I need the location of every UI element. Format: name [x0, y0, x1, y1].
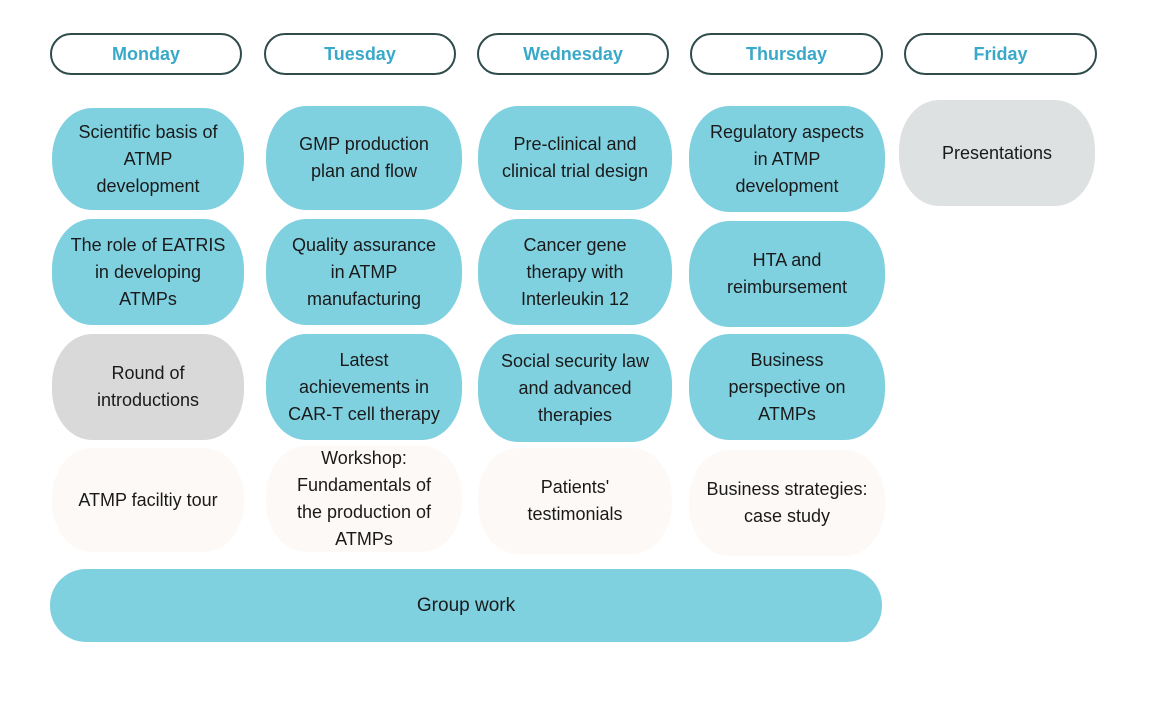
group-work-bar: Group work — [50, 569, 882, 642]
session-title: The role of EATRIS in developing ATMPs — [70, 234, 226, 309]
day-header-friday: Friday — [904, 33, 1097, 75]
session-title: Business perspective on ATMPs — [728, 349, 846, 424]
session-card: ATMP faciltiy tour — [52, 448, 244, 552]
session-title: Pre-clinical and clinical trial design — [501, 134, 649, 181]
session-card: Cancer gene therapy with Interleukin 12 — [478, 219, 672, 325]
session-title: Cancer gene therapy with Interleukin 12 — [520, 234, 630, 309]
day-header-tuesday: Tuesday — [264, 33, 456, 75]
session-card: The role of EATRIS in developing ATMPs — [52, 219, 244, 325]
session-card: Workshop: Fundamentals of the production… — [266, 446, 462, 552]
session-title: Social security law and advanced therapi… — [500, 350, 650, 425]
session-title: ATMP faciltiy tour — [78, 489, 218, 510]
session-card: Social security law and advanced therapi… — [478, 334, 672, 442]
session-card: Pre-clinical and clinical trial design — [478, 106, 672, 210]
session-title: HTA and reimbursement — [726, 250, 848, 297]
session-title: Workshop: Fundamentals of the production… — [296, 448, 432, 549]
day-header-monday: Monday — [50, 33, 242, 75]
day-header-thursday: Thursday — [690, 33, 883, 75]
session-title: Presentations — [941, 142, 1053, 163]
session-card: GMP production plan and flow — [266, 106, 462, 210]
day-label: Wednesday — [523, 43, 623, 64]
session-title: Quality assurance in ATMP manufacturing — [291, 234, 437, 309]
day-label: Tuesday — [324, 43, 396, 64]
session-card: Patients' testimonials — [478, 448, 672, 554]
session-card: Regulatory aspects in ATMP development — [689, 106, 885, 212]
session-card: Business strategies: case study — [689, 450, 885, 556]
day-label: Monday — [111, 43, 180, 64]
session-card: Scientific basis of ATMP development — [52, 108, 244, 210]
day-header-wednesday: Wednesday — [477, 33, 669, 75]
group-work-label: Group work — [416, 594, 516, 616]
session-card: Quality assurance in ATMP manufacturing — [266, 219, 462, 325]
session-card: Presentations — [899, 100, 1095, 206]
day-label: Friday — [973, 43, 1028, 64]
session-title: Round of introductions — [96, 363, 200, 410]
session-title: Business strategies: case study — [706, 479, 868, 526]
session-title: GMP production plan and flow — [299, 134, 429, 181]
session-card: Latest achievements in CAR-T cell therap… — [266, 334, 462, 440]
session-card: Business perspective on ATMPs — [689, 334, 885, 440]
session-title: Regulatory aspects in ATMP development — [709, 121, 865, 196]
day-label: Thursday — [745, 43, 828, 64]
session-card: HTA and reimbursement — [689, 221, 885, 327]
session-title: Latest achievements in CAR-T cell therap… — [288, 349, 440, 424]
session-title: Patients' testimonials — [527, 477, 623, 524]
session-card: Round of introductions — [52, 334, 244, 440]
session-title: Scientific basis of ATMP development — [78, 121, 218, 196]
